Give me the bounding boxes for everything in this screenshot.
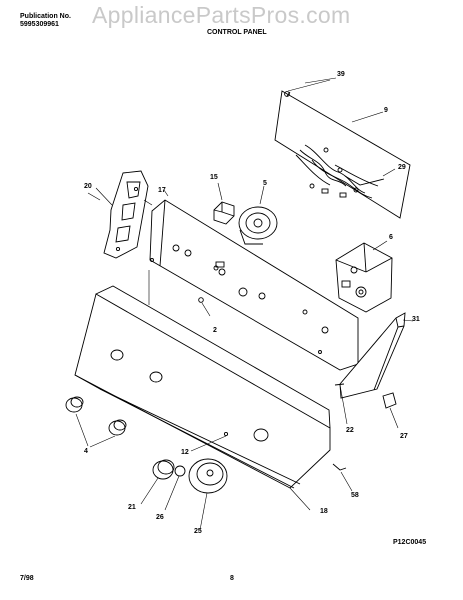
- watermark-text: AppliancePartsPros.com: [92, 2, 351, 28]
- footer-page: 8: [230, 575, 234, 582]
- publication-label: Publication No.: [20, 13, 71, 20]
- callout-21: 21: [128, 504, 136, 511]
- side-bracket: [95, 170, 153, 259]
- callout-15: 15: [210, 174, 218, 181]
- screw-22: [334, 383, 348, 425]
- callout-4: 4: [84, 448, 88, 455]
- ring-26: [164, 465, 186, 511]
- callout-29: 29: [398, 164, 406, 171]
- callout-31: 31: [412, 316, 420, 323]
- knob-21: [140, 459, 175, 505]
- dial-25: [188, 458, 228, 531]
- diagram-code: P12C0045: [393, 539, 427, 546]
- callout-22: 22: [346, 427, 354, 434]
- callout-2: 2: [213, 327, 217, 334]
- switch-part: [213, 182, 235, 225]
- front-console-panel: [74, 270, 331, 511]
- publication-number: 5995309961: [20, 21, 59, 28]
- timer-module: [335, 240, 393, 313]
- section-title: CONTROL PANEL: [207, 29, 267, 36]
- end-cap: [339, 312, 414, 399]
- callout-18: 18: [320, 508, 328, 515]
- clip-12: [190, 431, 229, 452]
- clip-27: [382, 392, 399, 429]
- callout-58: 58: [351, 492, 359, 499]
- timer-part: [238, 185, 278, 245]
- callout-20: 20: [84, 183, 92, 190]
- screw-58: [332, 463, 353, 492]
- callout-25: 25: [194, 528, 202, 535]
- screw-2: [198, 297, 211, 317]
- callout-26: 26: [156, 514, 164, 521]
- callout-17: 17: [158, 187, 166, 194]
- knob-4a: [65, 396, 84, 413]
- callout-6: 6: [389, 234, 393, 241]
- callout-5: 5: [263, 180, 267, 187]
- harness-cover-plate: [274, 79, 411, 219]
- callout-39: 39: [337, 71, 345, 78]
- callout-12: 12: [181, 449, 189, 456]
- footer-date: 7/98: [20, 575, 34, 582]
- knob-4b: [108, 419, 127, 436]
- callout-27: 27: [400, 433, 408, 440]
- callout-9: 9: [384, 107, 388, 114]
